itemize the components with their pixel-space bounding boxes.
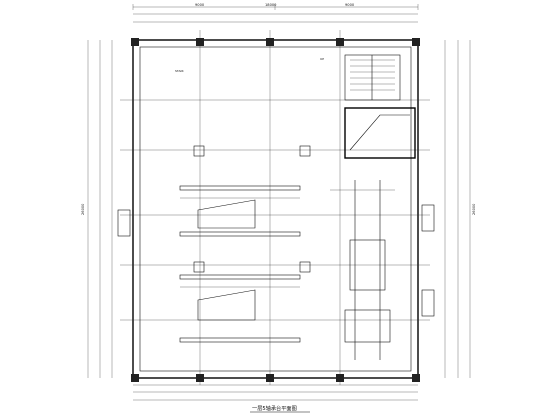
column-interior xyxy=(299,145,311,157)
right-overall-dimension: 26000 xyxy=(472,203,476,215)
column-interior xyxy=(299,261,311,273)
shaft-box xyxy=(344,107,416,159)
top-dimension-chain: 9000 18000 9000 xyxy=(132,3,419,23)
wall-pier xyxy=(421,204,435,232)
column xyxy=(131,38,139,46)
pile-area xyxy=(330,180,395,360)
drawing-title: 一层5轴承台平面图 xyxy=(252,404,297,412)
note-label: STAIR xyxy=(175,69,184,73)
column xyxy=(266,38,274,46)
stair xyxy=(344,54,401,101)
column xyxy=(196,374,204,382)
inner-wall-line xyxy=(139,46,412,372)
outer-wall xyxy=(132,39,419,379)
column xyxy=(336,38,344,46)
column xyxy=(196,38,204,46)
right-dimension-chain: 26000 xyxy=(444,40,476,378)
wall-pier xyxy=(421,289,435,317)
column xyxy=(336,374,344,382)
column xyxy=(131,374,139,382)
top-overall-dimension: 18000 xyxy=(265,3,277,7)
beam-group-lower xyxy=(179,274,301,343)
column-interior xyxy=(193,261,205,273)
column xyxy=(266,374,274,382)
wall-pier xyxy=(117,209,131,237)
columns xyxy=(117,38,435,382)
left-overall-dimension: 26000 xyxy=(81,203,85,215)
top-right-dimension: 9000 xyxy=(345,3,355,7)
shaft-diagonal xyxy=(349,114,410,151)
note-label: UP xyxy=(320,57,324,61)
column xyxy=(412,38,420,46)
grid-lines xyxy=(120,30,430,385)
column xyxy=(412,374,420,382)
left-dimension-chain: 26000 xyxy=(81,40,113,378)
bottom-dimension-chain xyxy=(133,384,418,401)
top-left-dimension: 9000 xyxy=(195,3,205,7)
beam-group-upper xyxy=(179,185,301,237)
column-interior xyxy=(193,145,205,157)
